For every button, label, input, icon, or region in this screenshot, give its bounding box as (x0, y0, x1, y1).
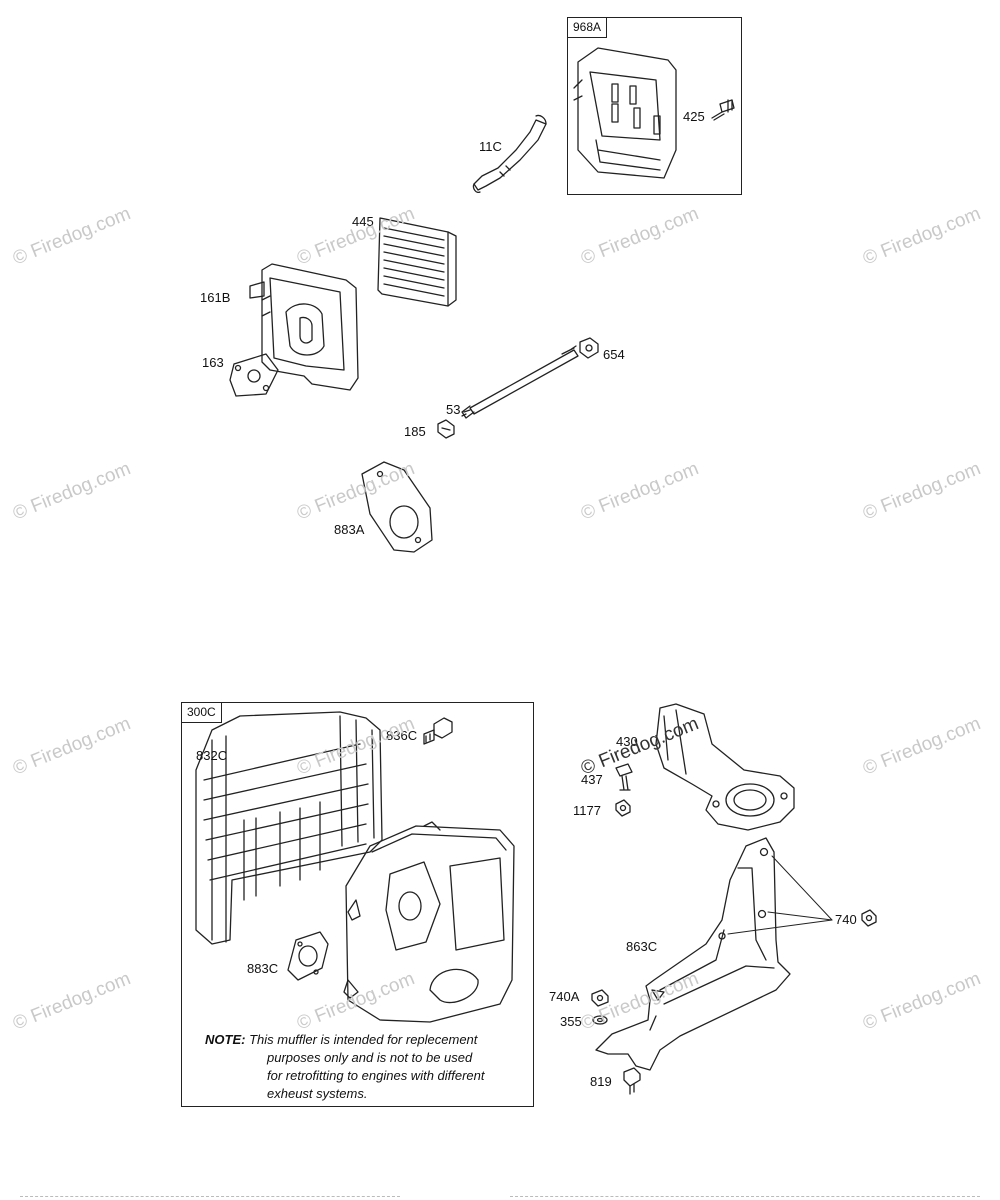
label-437: 437 (581, 772, 603, 787)
bolt-819 (623, 1067, 641, 1095)
stud-rod-53 (461, 345, 579, 419)
label-355: 355 (560, 1014, 582, 1029)
nut-185 (437, 419, 455, 439)
valve-cover-part (573, 47, 677, 179)
exhaust-elbow (655, 703, 795, 831)
label-883C: 883C (247, 961, 279, 976)
gasket-883C (287, 931, 329, 981)
nut-740 (861, 909, 877, 927)
kit-box-968A-tag: 968A (568, 18, 608, 38)
label-1177: 1177 (573, 803, 601, 818)
label-430: 430 (616, 734, 638, 749)
heat-shield-bracket (595, 837, 791, 1071)
breather-tube (472, 114, 547, 194)
nut-1177 (615, 799, 631, 817)
label-740: 740 (835, 912, 857, 927)
label-445: 445 (352, 214, 374, 229)
bolt-437 (615, 763, 633, 791)
note-line-2: purposes only and is not to be used (267, 1050, 473, 1065)
screw-425 (711, 99, 735, 121)
label-863C: 863C (626, 939, 658, 954)
label-740A: 740A (549, 989, 580, 1004)
footer-divider (510, 1196, 980, 1197)
muffler-300C (343, 821, 515, 1023)
label-836C: 836C (386, 728, 418, 743)
leader-lines-740 (727, 855, 833, 935)
gasket-883A (361, 461, 433, 553)
air-cleaner-base (249, 263, 359, 391)
note-keyword: NOTE: (205, 1032, 246, 1047)
replacement-note: NOTE: This muffler is intended for reple… (205, 1031, 525, 1103)
note-line-1: This muffler is intended for replecement (249, 1032, 478, 1047)
label-883A: 883A (334, 522, 365, 537)
label-819: 819 (590, 1074, 612, 1089)
label-11C: 11C (479, 139, 502, 154)
label-425: 425 (683, 109, 705, 124)
gasket-163 (229, 353, 279, 397)
nut-654 (579, 337, 599, 359)
note-line-3: for retrofitting to engines with differe… (267, 1068, 485, 1083)
kit-box-968A: 968A (567, 17, 742, 195)
label-161B: 161B (200, 290, 231, 305)
label-654: 654 (603, 347, 625, 362)
air-filter (377, 217, 457, 307)
note-line-4: exheust systems. (267, 1086, 368, 1101)
label-163: 163 (202, 355, 224, 370)
label-53: 53 (446, 402, 461, 417)
nut-740A (591, 989, 609, 1007)
label-185: 185 (404, 424, 426, 439)
washer-355 (592, 1015, 608, 1025)
kit-box-300C: 300C (181, 702, 534, 1107)
footer-divider (20, 1196, 400, 1197)
label-832C: 832C (196, 748, 228, 763)
kit-box-300C-tag: 300C (182, 703, 222, 723)
muffler-guard (195, 711, 383, 945)
screw-836C (423, 717, 453, 745)
